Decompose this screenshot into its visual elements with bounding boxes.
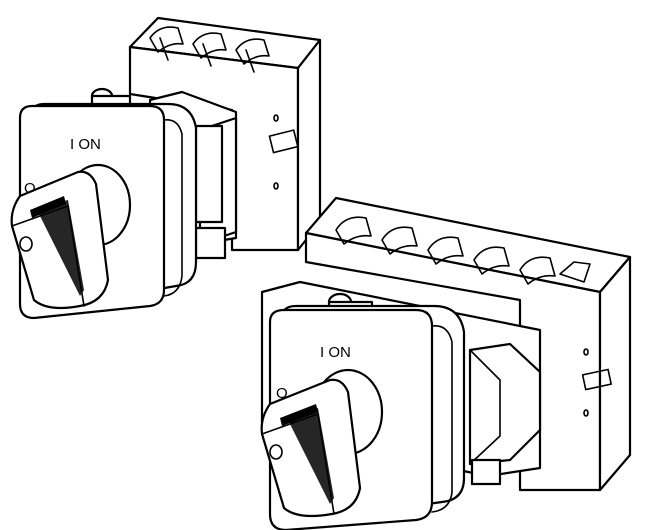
small-switch-on-label: I ON xyxy=(70,136,101,153)
small-rotary-knob[interactable] xyxy=(10,163,132,310)
large-switch-on-label: I ON xyxy=(320,344,351,361)
large-switch-off-label: O xyxy=(276,385,288,402)
small-switch-off-label: O xyxy=(24,180,36,197)
large-rotary-switch: I ON O xyxy=(260,196,632,530)
large-rotary-knob[interactable] xyxy=(260,368,384,518)
small-rotary-switch: I ON O xyxy=(10,16,322,320)
